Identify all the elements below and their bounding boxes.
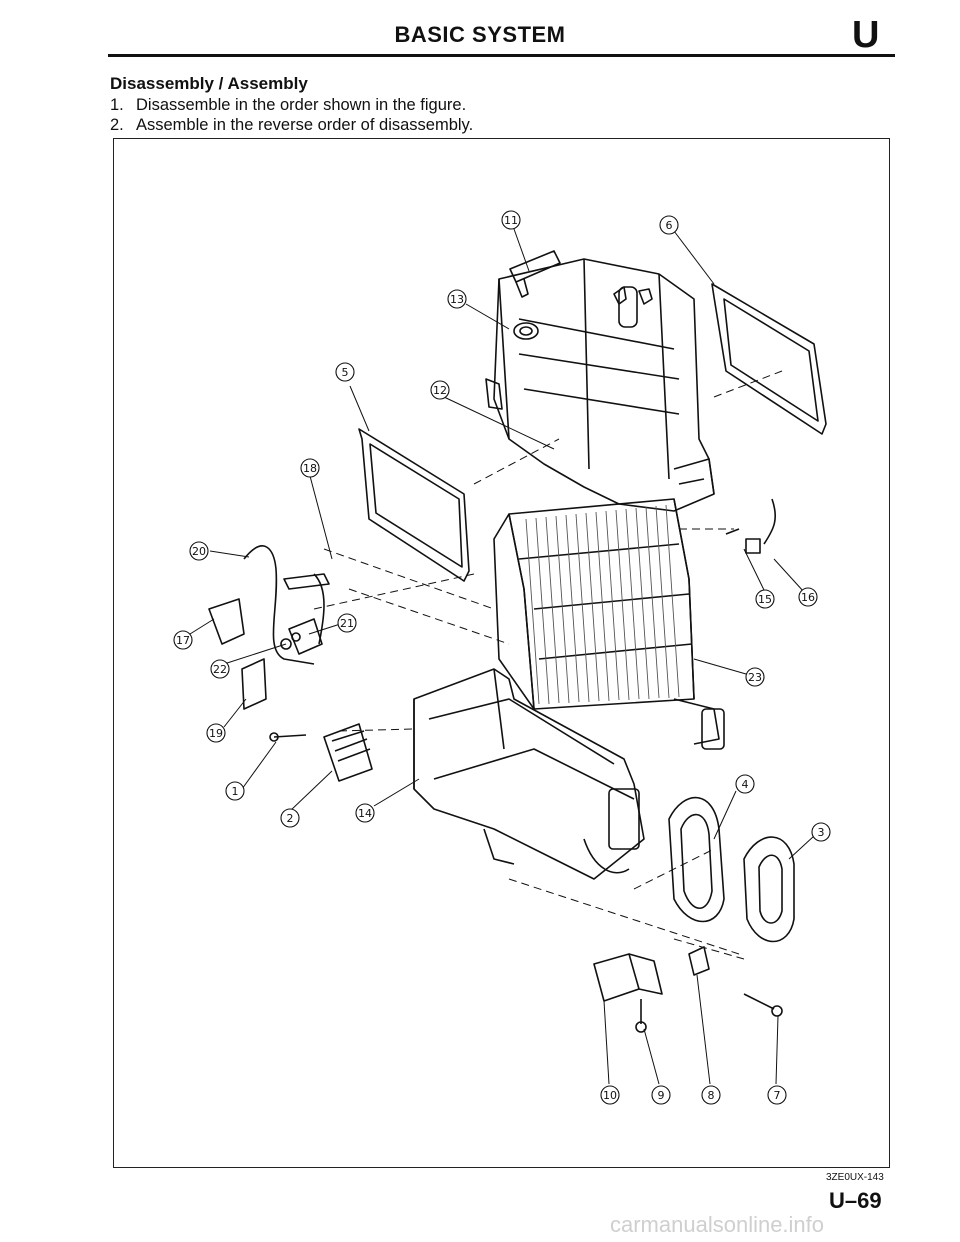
aspirator-part bbox=[509, 250, 561, 298]
seal-3 bbox=[743, 836, 795, 943]
svg-text:10: 10 bbox=[603, 1089, 617, 1102]
svg-text:16: 16 bbox=[801, 591, 815, 604]
page-header-title: BASIC SYSTEM bbox=[394, 22, 566, 47]
header-rule bbox=[108, 54, 895, 57]
gasket-right bbox=[711, 283, 827, 435]
svg-text:19: 19 bbox=[209, 727, 223, 740]
callout-3: 3 bbox=[811, 822, 831, 842]
bracket bbox=[688, 946, 710, 976]
step-number: 2. bbox=[110, 116, 124, 134]
callout-4: 4 bbox=[735, 774, 755, 794]
callout-19: 19 bbox=[206, 723, 226, 743]
svg-text:5: 5 bbox=[342, 366, 349, 379]
svg-text:8: 8 bbox=[708, 1089, 715, 1102]
page-number: U–69 bbox=[829, 1188, 882, 1213]
svg-text:7: 7 bbox=[774, 1089, 781, 1102]
callout-8: 8 bbox=[701, 1085, 721, 1105]
section-letter: U bbox=[852, 14, 880, 56]
step-text: Assemble in the reverse order of disasse… bbox=[136, 116, 474, 134]
svg-text:6: 6 bbox=[666, 219, 673, 232]
exploded-diagram: 1 2 3 4 5 6 7 8 9 10 11 12 13 14 15 16 1… bbox=[173, 210, 831, 1105]
callout-16: 16 bbox=[798, 587, 818, 607]
callout-23: 23 bbox=[745, 667, 765, 687]
svg-text:22: 22 bbox=[213, 663, 227, 676]
svg-text:3: 3 bbox=[818, 826, 825, 839]
svg-text:14: 14 bbox=[358, 807, 372, 820]
switch-assembly bbox=[280, 618, 323, 655]
callout-1: 1 bbox=[225, 781, 245, 801]
step-text: Disassemble in the order shown in the fi… bbox=[136, 96, 467, 114]
assembly-guides bbox=[313, 370, 783, 960]
svg-text:4: 4 bbox=[742, 778, 749, 791]
svg-text:9: 9 bbox=[658, 1089, 665, 1102]
svg-text:12: 12 bbox=[433, 384, 447, 397]
svg-text:23: 23 bbox=[748, 671, 762, 684]
callout-5: 5 bbox=[335, 362, 355, 382]
resistor bbox=[323, 723, 373, 782]
step-number: 1. bbox=[110, 96, 124, 114]
callout-22: 22 bbox=[210, 659, 230, 679]
callout-18: 18 bbox=[300, 458, 320, 478]
callout-13: 13 bbox=[447, 289, 467, 309]
callouts: 1 2 3 4 5 6 7 8 9 10 11 12 13 14 15 16 1… bbox=[173, 210, 831, 1105]
callout-14: 14 bbox=[355, 803, 375, 823]
gasket-left bbox=[358, 428, 470, 582]
exploded-view-figure: 1 2 3 4 5 6 7 8 9 10 11 12 13 14 15 16 1… bbox=[113, 138, 890, 1168]
callout-15: 15 bbox=[755, 589, 775, 609]
svg-text:15: 15 bbox=[758, 593, 772, 606]
svg-text:20: 20 bbox=[192, 545, 206, 558]
screw-1 bbox=[269, 732, 307, 742]
svg-text:1: 1 bbox=[232, 785, 239, 798]
callout-21: 21 bbox=[337, 613, 357, 633]
callout-17: 17 bbox=[173, 630, 193, 650]
section-heading: Disassembly / Assembly bbox=[110, 74, 308, 93]
callout-10: 10 bbox=[600, 1085, 620, 1105]
upper-case bbox=[485, 258, 715, 512]
callout-2: 2 bbox=[280, 808, 300, 828]
amplifier bbox=[593, 953, 663, 1002]
callout-11: 11 bbox=[501, 210, 521, 230]
svg-text:13: 13 bbox=[450, 293, 464, 306]
clip-17 bbox=[208, 598, 245, 645]
watermark: carmanualsonline.info bbox=[610, 1212, 825, 1237]
screw-7 bbox=[743, 993, 783, 1017]
svg-text:2: 2 bbox=[287, 812, 294, 825]
figure-code: 3ZE0UX-143 bbox=[826, 1172, 884, 1183]
step-item: 1. Disassemble in the order shown in the … bbox=[110, 96, 466, 115]
svg-text:21: 21 bbox=[340, 617, 354, 630]
lower-case bbox=[413, 668, 645, 880]
screw-9 bbox=[635, 999, 647, 1033]
step-item: 2. Assemble in the reverse order of disas… bbox=[110, 116, 473, 135]
svg-text:18: 18 bbox=[303, 462, 317, 475]
leader-lines bbox=[189, 228, 815, 1085]
callout-9: 9 bbox=[651, 1085, 671, 1105]
sensor-connector bbox=[725, 498, 776, 554]
evaporator-fins bbox=[525, 504, 680, 705]
svg-text:17: 17 bbox=[176, 634, 190, 647]
svg-text:11: 11 bbox=[504, 214, 518, 227]
seal-4 bbox=[668, 796, 725, 923]
callout-6: 6 bbox=[659, 215, 679, 235]
callout-12: 12 bbox=[430, 380, 450, 400]
callout-20: 20 bbox=[189, 541, 209, 561]
callout-7: 7 bbox=[767, 1085, 787, 1105]
clip-19 bbox=[241, 658, 267, 710]
